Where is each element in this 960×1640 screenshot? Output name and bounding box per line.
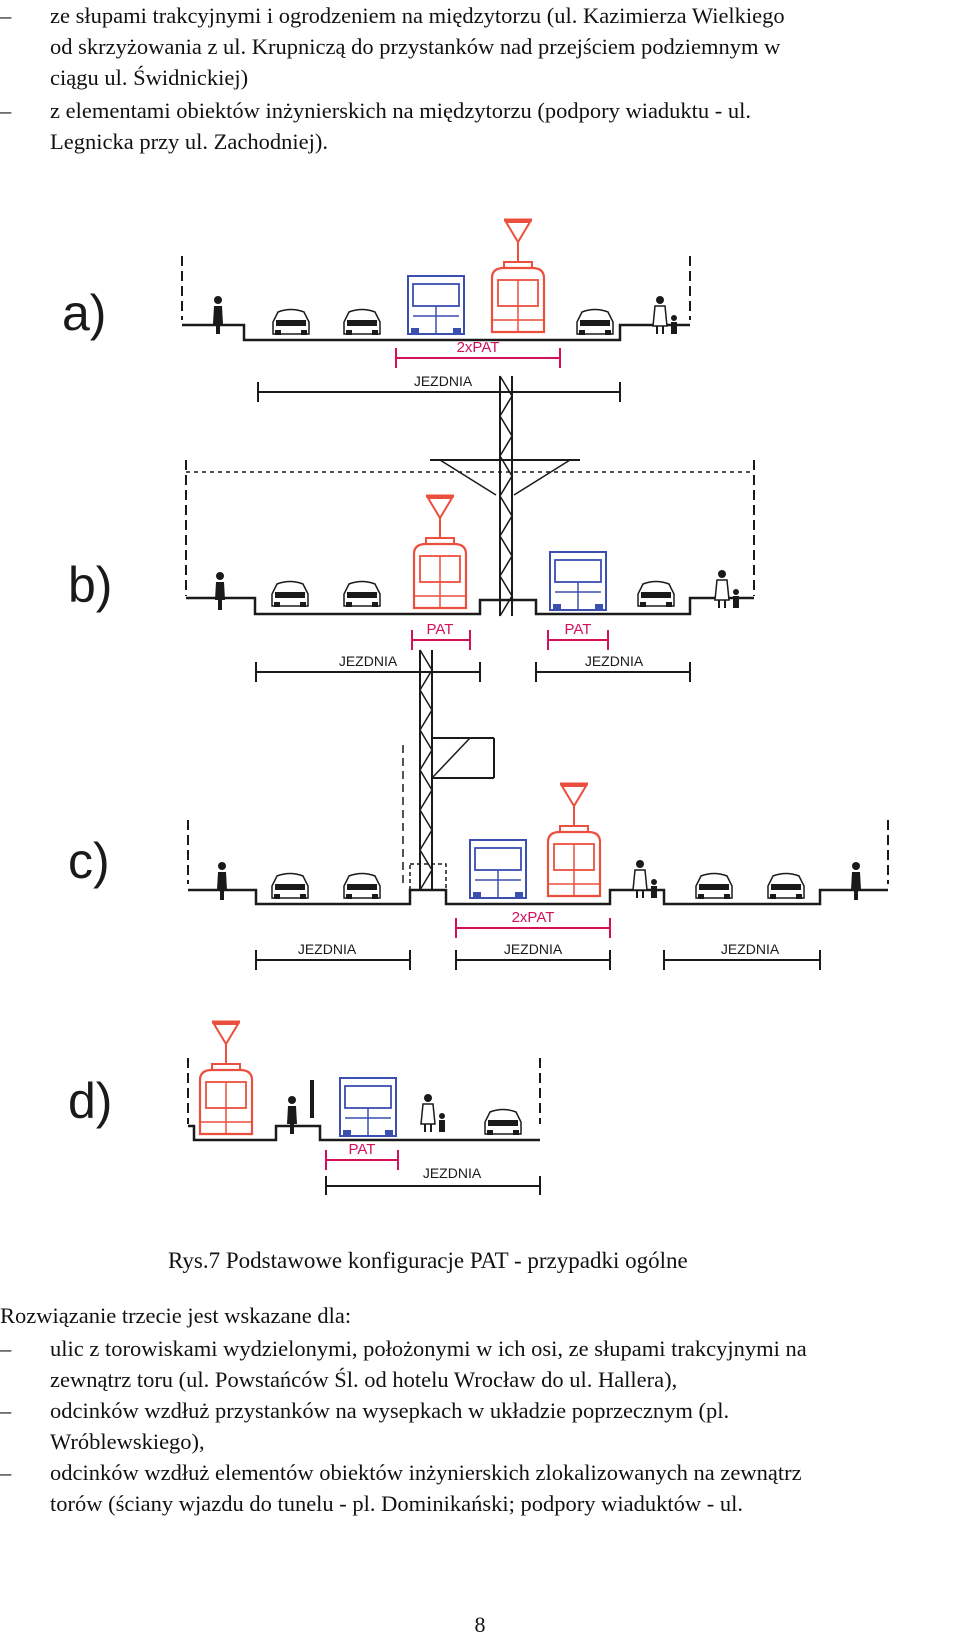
roadway-label: JEZDNIA xyxy=(414,373,473,389)
bus-icon xyxy=(469,839,527,899)
pat-label: PAT xyxy=(349,1141,376,1158)
tram-icon xyxy=(412,494,468,610)
car-icon xyxy=(272,308,310,336)
bus-icon xyxy=(339,1077,397,1137)
list-item-line: Legnicka przy ul. Zachodniej). xyxy=(50,129,329,154)
section-b: b) PAT PAT JEZ xyxy=(68,375,755,682)
roadway-label: JEZDNIA xyxy=(423,1165,482,1181)
roadway-label: JEZDNIA xyxy=(504,941,563,957)
car-icon xyxy=(343,872,381,900)
list-item-line: torów (ściany wjazdu do tunelu - pl. Dom… xyxy=(50,1491,744,1516)
tram-icon xyxy=(198,1020,254,1136)
list-dash: – xyxy=(0,3,12,28)
pat-label: PAT xyxy=(565,621,592,638)
section-label-c: c) xyxy=(68,833,110,889)
car-icon xyxy=(484,1108,522,1136)
pedestrian-icon xyxy=(217,862,227,900)
tram-icon xyxy=(490,218,546,334)
figure-caption: Rys.7 Podstawowe konfiguracje PAT - przy… xyxy=(168,1248,688,1273)
pedestrian-icon xyxy=(851,862,861,900)
list-dash: – xyxy=(0,1398,12,1423)
list-item: – odcinków wzdłuż elementów obiektów inż… xyxy=(0,1457,960,1519)
bus-icon xyxy=(549,551,607,611)
list-item-line: zewnątrz toru (ul. Powstańców Śl. od hot… xyxy=(50,1367,678,1392)
car-icon xyxy=(271,580,309,608)
list-dash: – xyxy=(0,98,12,123)
section-a: a) 2xPAT JEZDNIA xyxy=(62,218,691,402)
car-icon xyxy=(343,308,381,336)
bus-icon xyxy=(407,275,465,335)
list-item: – ulic z torowiskami wydzielonymi, położ… xyxy=(0,1333,960,1395)
list-item: – odcinków wzdłuż przystanków na wysepka… xyxy=(0,1395,960,1457)
list-item-line: ulic z torowiskami wydzielonymi, położon… xyxy=(50,1336,807,1361)
pedestrians-icon xyxy=(420,1093,446,1133)
roadway-label: JEZDNIA xyxy=(585,653,644,669)
list-item-line: ciągu ul. Świdnickiej) xyxy=(50,65,249,90)
pat-configurations-figure: a) 2xPAT JEZDNIA b) xyxy=(0,195,960,1196)
pat-label: 2xPAT xyxy=(512,909,555,926)
pedestrian-icon xyxy=(213,296,223,334)
pat-label: PAT xyxy=(427,621,454,638)
pedestrian-icon xyxy=(287,1096,297,1134)
list-dash: – xyxy=(0,1336,12,1361)
section-d: d) PAT JEZDNIA xyxy=(68,1020,541,1196)
pedestrians-icon xyxy=(632,859,658,899)
top-bullet-list: – ze słupami trakcyjnymi i ogrodzeniem n… xyxy=(0,0,960,157)
list-item: – z elementami obiektów inżynierskich na… xyxy=(0,95,960,157)
pedestrians-icon xyxy=(652,295,678,335)
tram-icon xyxy=(546,782,602,898)
section-c: c) 2xPAT JEZD xyxy=(68,649,889,970)
roadway-label: JEZDNIA xyxy=(339,653,398,669)
roadway-label: JEZDNIA xyxy=(721,941,780,957)
pedestrian-icon xyxy=(215,572,225,610)
list-item-line: od skrzyżowania z ul. Krupniczą do przys… xyxy=(50,34,781,59)
section-label-b: b) xyxy=(68,557,112,613)
cross-sections-drawing: a) 2xPAT JEZDNIA b) xyxy=(62,218,889,1196)
body-text: Rozwiązanie trzecie jest wskazane dla: –… xyxy=(0,1300,960,1519)
traction-pole-icon xyxy=(499,375,513,617)
list-dash: – xyxy=(0,1460,12,1485)
pat-label: 2xPAT xyxy=(457,339,500,356)
page-number: 8 xyxy=(474,1612,486,1637)
car-icon xyxy=(271,872,309,900)
list-item-line: odcinków wzdłuż elementów obiektów inżyn… xyxy=(50,1460,802,1485)
car-icon xyxy=(343,580,381,608)
car-icon xyxy=(576,308,614,336)
intro-paragraph: Rozwiązanie trzecie jest wskazane dla: xyxy=(0,1303,352,1328)
traction-pole-icon xyxy=(419,649,433,891)
list-item-line: Wróblewskiego), xyxy=(50,1429,205,1454)
list-item-line: odcinków wzdłuż przystanków na wysepkach… xyxy=(50,1398,730,1423)
list-item-line: z elementami obiektów inżynierskich na m… xyxy=(50,98,752,123)
roadway-label: JEZDNIA xyxy=(298,941,357,957)
section-label-d: d) xyxy=(68,1073,112,1129)
car-icon xyxy=(695,872,733,900)
car-icon xyxy=(767,872,805,900)
section-label-a: a) xyxy=(62,285,106,341)
car-icon xyxy=(637,580,675,608)
pedestrians-icon xyxy=(714,569,740,609)
list-item: – ze słupami trakcyjnymi i ogrodzeniem n… xyxy=(0,0,960,93)
list-item-line: ze słupami trakcyjnymi i ogrodzeniem na … xyxy=(50,3,785,28)
